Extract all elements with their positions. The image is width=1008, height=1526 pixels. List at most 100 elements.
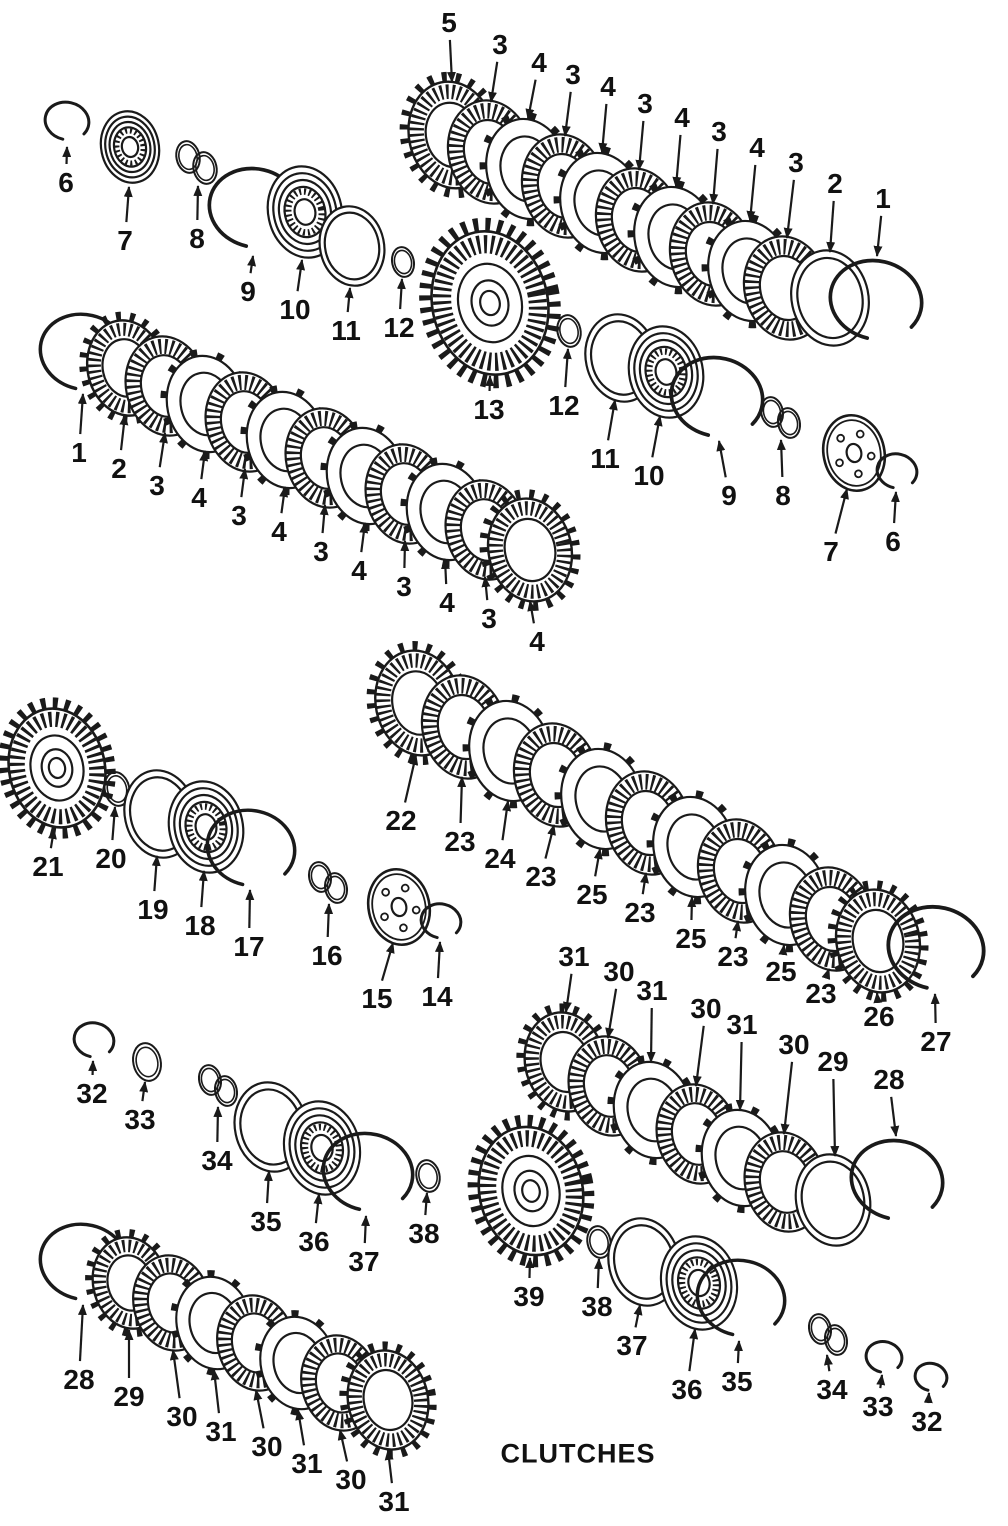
- callout-38: 38: [408, 1192, 440, 1249]
- callout-label: 4: [191, 482, 207, 513]
- callout-arrow: [821, 968, 831, 980]
- callout-label: 34: [201, 1145, 233, 1176]
- callout-arrow: [525, 79, 537, 120]
- callout-label: 31: [726, 1009, 757, 1040]
- callout-30: 30: [603, 956, 635, 1039]
- callout-label: 38: [581, 1291, 612, 1322]
- callout-label: 23: [717, 941, 748, 972]
- callout-arrow: [598, 103, 608, 154]
- callout-arrow: [709, 148, 719, 205]
- callout-arrow: [319, 504, 329, 534]
- callout-label: 3: [396, 571, 412, 602]
- callout-3: 3: [231, 468, 249, 531]
- callout-label: 14: [421, 981, 453, 1012]
- callout-label: 37: [348, 1246, 379, 1277]
- callout-4: 4: [191, 450, 209, 513]
- callout-arrow: [746, 164, 757, 222]
- callout-9: 9: [240, 255, 257, 307]
- callout-label: 22: [385, 805, 416, 836]
- callout-arrow: [640, 872, 649, 895]
- callout-label: 11: [331, 315, 361, 346]
- callout-13: 13: [473, 375, 505, 425]
- callout-8: 8: [189, 185, 205, 254]
- callout-26: 26: [863, 992, 895, 1032]
- callout-label: 30: [603, 956, 634, 987]
- part-31-tooth: [339, 1341, 437, 1459]
- callout-label: 23: [624, 897, 655, 928]
- callout-25: 25: [675, 896, 707, 954]
- callout-arrow: [672, 134, 682, 188]
- callout-label: 16: [311, 940, 342, 971]
- callout-label: 2: [827, 168, 843, 199]
- callout-31: 31: [291, 1409, 323, 1479]
- callout-4: 4: [351, 522, 369, 586]
- callout-arrow: [169, 1349, 181, 1399]
- parts-layer: [0, 71, 986, 1459]
- callout-4: 4: [527, 600, 545, 657]
- part-16-thin: [323, 872, 349, 904]
- callout-18: 18: [184, 870, 216, 941]
- callout-label: 20: [95, 843, 126, 874]
- callout-arrow: [606, 399, 618, 441]
- callout-arrow: [776, 439, 786, 478]
- callout-arrow: [123, 186, 133, 223]
- callout-arrow: [247, 255, 257, 274]
- part-14-snap: [419, 902, 463, 940]
- callout-arrow: [562, 973, 573, 1013]
- part-37-snap: [321, 1131, 415, 1213]
- callout-label: 39: [513, 1281, 544, 1312]
- part-33-thin: [132, 1042, 162, 1082]
- callout-35: 35: [250, 1170, 282, 1237]
- part-15-disc: [366, 867, 432, 947]
- callout-31: 31: [726, 1009, 758, 1111]
- callout-arrow: [780, 1061, 794, 1135]
- callout-label: 1: [875, 183, 891, 214]
- callout-arrow: [646, 1007, 656, 1063]
- callout-arrow: [651, 415, 663, 458]
- part-34-thin: [807, 1313, 833, 1345]
- callout-label: 25: [765, 956, 796, 987]
- callout-arrow: [544, 824, 556, 859]
- callout-29: 29: [113, 1329, 145, 1412]
- callout-arrow: [313, 1193, 323, 1224]
- callout-3: 3: [488, 29, 508, 103]
- callout-label: 3: [481, 603, 497, 634]
- callout-label: 6: [885, 526, 901, 557]
- callout-label: 31: [291, 1448, 322, 1479]
- callout-label: 12: [548, 390, 579, 421]
- callout-arrow: [873, 215, 883, 257]
- callout-33: 33: [862, 1374, 894, 1422]
- part-17-snap: [205, 808, 297, 888]
- part-20-thin: [103, 771, 131, 807]
- callout-label: 7: [117, 225, 133, 256]
- callout-label: 35: [721, 1366, 752, 1397]
- callout-19: 19: [137, 855, 169, 925]
- callout-arrow: [594, 1258, 604, 1289]
- callout-label: 3: [637, 88, 653, 119]
- part-34-thin: [197, 1064, 223, 1096]
- callout-arrow: [525, 1257, 535, 1279]
- callout-arrow: [734, 1340, 743, 1364]
- part-7-disc: [821, 413, 887, 493]
- callout-arrow: [561, 91, 572, 137]
- callout-label: 8: [775, 480, 791, 511]
- callout-label: 4: [439, 587, 455, 618]
- callout-arrow: [210, 1369, 221, 1414]
- callout-4: 4: [439, 558, 455, 618]
- callout-label: 5: [441, 7, 457, 38]
- callout-3: 3: [635, 88, 653, 171]
- callout-label: 31: [636, 975, 667, 1006]
- callout-37: 37: [616, 1304, 648, 1361]
- callout-arrow: [279, 486, 289, 514]
- callout-12: 12: [548, 348, 580, 421]
- part-13-drum: [419, 217, 561, 389]
- callout-3: 3: [783, 147, 804, 239]
- callout-11: 11: [590, 399, 620, 474]
- callout-label: 31: [378, 1486, 409, 1517]
- callout-arrow: [434, 941, 444, 979]
- part-32-snap: [72, 1021, 116, 1059]
- callout-arrow: [593, 848, 603, 877]
